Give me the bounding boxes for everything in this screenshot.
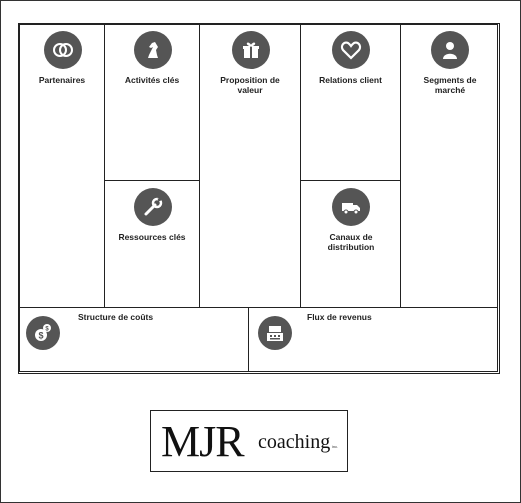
- business-model-canvas: Partenaires Activités clés Ressources cl…: [18, 23, 500, 374]
- label-ressources-cles: Ressources clés: [118, 232, 186, 242]
- cash-register-icon: [258, 316, 292, 350]
- logo-coaching-text: coaching: [258, 431, 331, 453]
- label-canaux-distribution: Canaux de distribution: [327, 232, 375, 252]
- heart-icon: [332, 31, 370, 69]
- company-logo: MJR coaching inc.: [150, 410, 348, 472]
- chess-knight-icon: [134, 31, 172, 69]
- rings-icon: [44, 31, 82, 69]
- money-icon: $$: [26, 316, 60, 350]
- cell-activites-cles: Activités clés: [104, 24, 200, 181]
- cell-structure-couts: $$ Structure de coûts: [19, 307, 249, 372]
- label-segments-marche: Segments de marché: [423, 75, 477, 95]
- cell-partenaires: Partenaires: [19, 24, 105, 308]
- label-flux-revenus: Flux de revenus: [307, 312, 372, 322]
- label-partenaires: Partenaires: [38, 75, 86, 85]
- logo-inc-text: inc.: [332, 444, 339, 449]
- cell-relations-client: Relations client: [300, 24, 401, 181]
- cell-proposition-valeur: Proposition de valeur: [199, 24, 301, 308]
- label-relations-client: Relations client: [319, 75, 382, 85]
- label-proposition-valeur: Proposition de valeur: [220, 75, 280, 95]
- svg-text:$: $: [38, 331, 43, 341]
- label-structure-couts: Structure de coûts: [78, 312, 154, 322]
- cell-ressources-cles: Ressources clés: [104, 180, 200, 308]
- cell-segments-marche: Segments de marché: [400, 24, 498, 308]
- svg-text:$: $: [45, 327, 49, 333]
- wrench-icon: [134, 188, 172, 226]
- truck-icon: [332, 188, 370, 226]
- logo-mjr-text: MJR: [161, 417, 245, 466]
- cell-flux-revenus: Flux de revenus: [248, 307, 498, 372]
- gift-icon: [232, 31, 270, 69]
- label-activites-cles: Activités clés: [124, 75, 180, 85]
- cell-canaux-distribution: Canaux de distribution: [300, 180, 401, 308]
- person-icon: [431, 31, 469, 69]
